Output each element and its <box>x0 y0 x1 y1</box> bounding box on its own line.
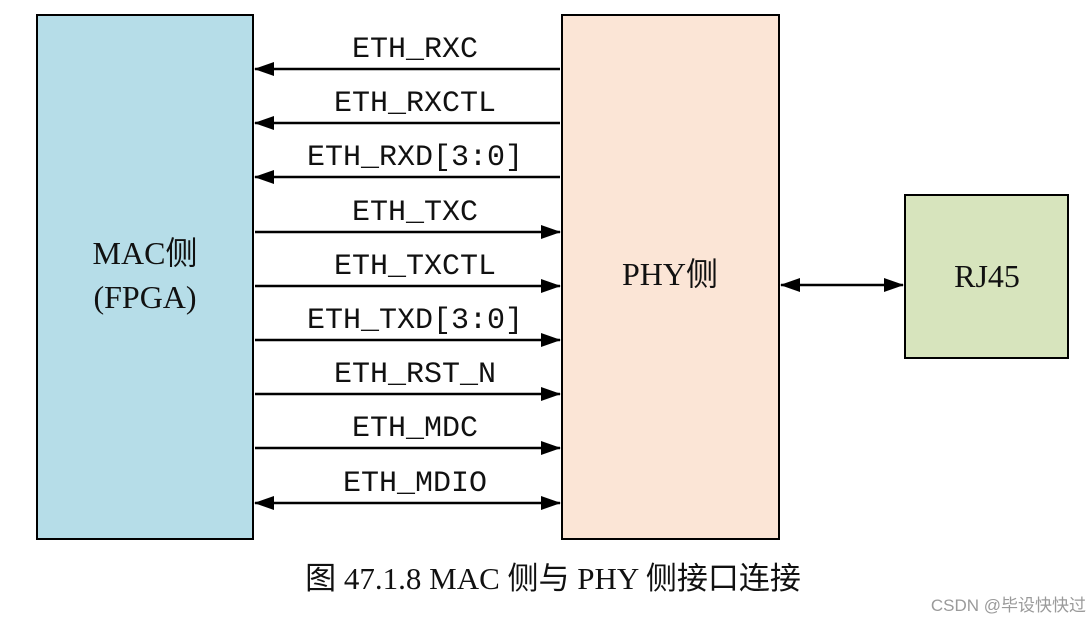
signal-eth-rst-n: ETH_RST_N <box>255 358 561 401</box>
signal-eth-rxc: ETH_RXC <box>254 33 560 76</box>
signal-eth-txd-3-0: ETH_TXD[3:0] <box>255 304 561 347</box>
signal-label: ETH_MDC <box>352 412 478 446</box>
signal-lines: ETH_RXC ETH_RXCTL ETH_RXD[3:0] ETH_TXC ETH_T… <box>254 33 561 510</box>
mac-block-title: MAC侧 <box>93 235 198 271</box>
signal-label: ETH_RST_N <box>334 358 496 392</box>
rj45-block: RJ45 <box>904 194 1069 359</box>
signal-label: ETH_RXCTL <box>334 87 496 121</box>
signal-label: ETH_MDIO <box>343 467 487 501</box>
phy-block-title: PHY侧 <box>622 256 718 292</box>
rj45-block-title: RJ45 <box>954 258 1020 294</box>
figure-caption: 图 47.1.8 MAC 侧与 PHY 侧接口连接 <box>305 561 801 596</box>
signal-label: ETH_TXC <box>352 196 478 230</box>
phy-block-rect <box>561 14 780 540</box>
signal-label: ETH_TXD[3:0] <box>307 304 523 338</box>
rj45-block-rect <box>904 194 1069 359</box>
mac-block: MAC侧 (FPGA) <box>36 14 254 540</box>
signal-eth-rxctl: ETH_RXCTL <box>254 87 560 130</box>
signal-eth-txc: ETH_TXC <box>255 196 561 239</box>
signal-eth-txctl: ETH_TXCTL <box>255 250 561 293</box>
signal-eth-mdio: ETH_MDIO <box>254 467 561 510</box>
signal-label: ETH_TXCTL <box>334 250 496 284</box>
signal-label: ETH_RXC <box>352 33 478 67</box>
mac-block-rect <box>36 14 254 540</box>
signal-eth-mdc: ETH_MDC <box>255 412 561 455</box>
signal-eth-rxd-3-0: ETH_RXD[3:0] <box>254 141 560 184</box>
phy-block: PHY侧 <box>561 14 780 540</box>
watermark: CSDN @毕设快快过 <box>931 596 1086 615</box>
signal-label: ETH_RXD[3:0] <box>307 141 523 175</box>
mac-block-subtitle: (FPGA) <box>93 279 196 315</box>
